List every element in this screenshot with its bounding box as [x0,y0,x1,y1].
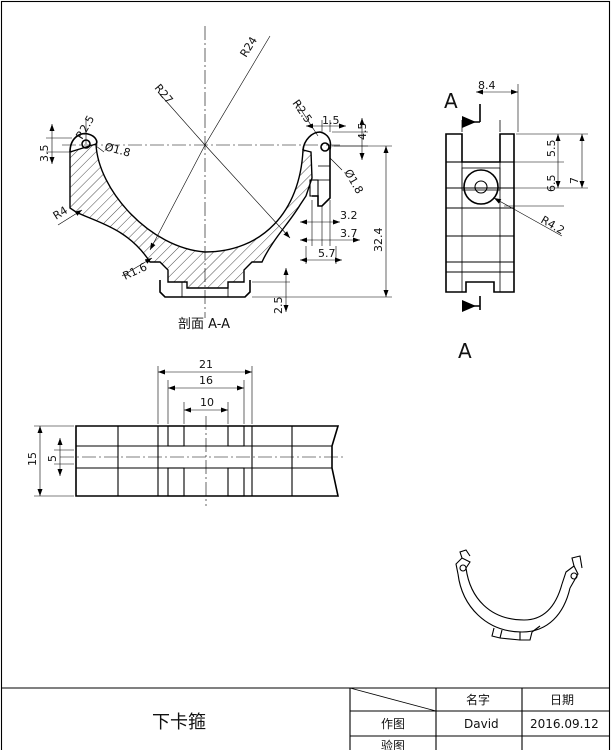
row-checked-label: 验图 [381,738,405,750]
dim-h5: 5 [46,455,59,462]
bottom-slot-right-bottom [227,467,245,497]
dim-h25: 2.5 [272,297,285,315]
dim-w37: 3.7 [340,227,358,240]
dim-w16: 16 [199,374,213,387]
dim-w15: 1.5 [322,114,340,127]
side-boss-hole [474,180,488,194]
dim-r42: R4.2 [539,213,567,237]
dim-r4: R4 [51,204,70,223]
section-letter-top: A [444,89,458,113]
drawn-date-value: 2016.09.12 [530,717,599,731]
bottom-view-outline [75,425,340,497]
right-clip-slot [309,179,319,197]
dim-h45: 4.5 [356,123,369,141]
isometric-view [455,549,583,641]
side-boss-outer [463,169,499,205]
bottom-slot-left-bottom [167,467,185,497]
dim-w32: 3.2 [340,209,358,222]
side-view-outline [445,133,515,293]
right-pin-hole [320,142,330,152]
section-caption: 剖面 A-A [178,317,230,332]
section-view-a-a: R24 R27 R2.5 Ø1.8 3.5 R4 R1.6 R2.5 1.5 4… [38,26,392,332]
dim-r27: R27 [152,82,176,107]
dim-h35: 3.5 [38,145,51,163]
dim-r24: R24 [238,34,260,59]
part-name: 下卡箍 [152,712,206,733]
section-arrow-top [462,116,476,128]
dim-w84: 8.4 [478,79,496,92]
dim-h7: 7 [568,177,581,184]
side-view: A A 8.4 5.5 6.5 7 R4.2 [444,79,588,363]
dim-d18-left: Ø1.8 [103,140,132,159]
dim-r16: R1.6 [121,260,149,282]
bottom-slot-left-top [167,425,185,447]
title-block: 下卡箍 名字 日期 作图 验图 David 2016.09.12 [1,687,610,750]
dim-h65: 6.5 [545,175,558,193]
section-hatched-body [69,143,313,289]
drawn-by-value: David [464,717,499,731]
bottom-slot-right-top [227,425,245,447]
dim-w57: 5.7 [318,247,336,260]
row-drawn-label: 作图 [381,717,405,731]
bottom-feet [159,280,251,298]
dim-d18-right: Ø1.8 [341,167,365,196]
section-arrow-bottom [462,300,476,312]
section-label-bottom: A [458,339,472,363]
left-ear-outline [69,132,98,153]
dim-w10: 10 [200,396,214,409]
dim-h55: 5.5 [545,140,558,158]
dim-r25-right: R2.5 [290,97,315,125]
dim-h324: 32.4 [372,228,385,253]
right-clip-outline [302,131,332,207]
bottom-view: 21 16 10 15 5 [26,358,344,506]
col-name-header: 名字 [466,692,490,707]
col-date-header: 日期 [550,693,574,707]
dim-w21: 21 [199,358,213,371]
dim-h15: 15 [26,452,39,466]
